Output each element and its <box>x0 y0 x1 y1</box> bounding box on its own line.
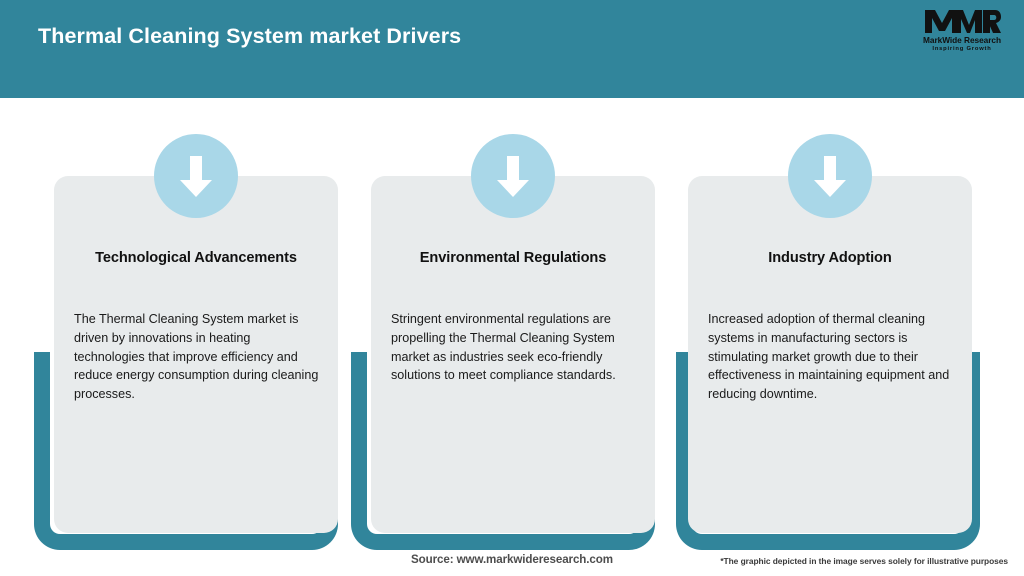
card-title: Environmental Regulations <box>419 250 607 266</box>
down-arrow-icon <box>154 134 238 218</box>
card-body-text: Increased adoption of thermal cleaning s… <box>708 312 950 402</box>
header-bar: Thermal Cleaning System market Drivers M… <box>0 0 1024 98</box>
brand-logo: MarkWide Research Inspiring Growth <box>914 8 1010 60</box>
drivers-card-group: Technological Advancements The Thermal C… <box>0 98 1024 550</box>
down-arrow-icon <box>788 134 872 218</box>
logo-tagline: Inspiring Growth <box>932 46 992 52</box>
driver-card-2: Environmental Regulations Stringent envi… <box>351 134 655 550</box>
disclaimer-label: *The graphic depicted in the image serve… <box>720 556 1008 566</box>
card-surface: Environmental Regulations Stringent envi… <box>371 134 655 533</box>
driver-card-3: Industry Adoption Increased adoption of … <box>676 134 980 550</box>
page-title: Thermal Cleaning System market Drivers <box>38 24 462 48</box>
card-title: Technological Advancements <box>95 250 297 266</box>
card-body-text: The Thermal Cleaning System market is dr… <box>74 312 319 402</box>
logo-company-name: MarkWide Research <box>923 35 1001 45</box>
driver-card-1: Technological Advancements The Thermal C… <box>34 134 338 550</box>
card-surface: Industry Adoption Increased adoption of … <box>688 134 972 533</box>
card-surface: Technological Advancements The Thermal C… <box>54 134 338 533</box>
card-title: Industry Adoption <box>768 250 892 266</box>
mwr-logo-icon <box>914 8 1010 34</box>
card-body-text: Stringent environmental regulations are … <box>391 312 616 383</box>
down-arrow-icon <box>471 134 555 218</box>
source-label: Source: www.markwideresearch.com <box>411 553 613 566</box>
